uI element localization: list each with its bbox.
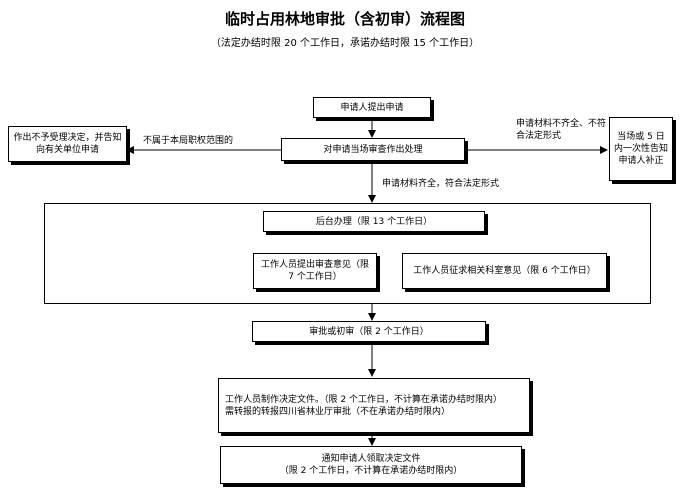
approve-box: 审批或初审（限 2 个工作日） [252,321,486,342]
notify-supplement-label: 当场或 5 日内一次性告知申请人补正 [613,132,668,166]
notify-pickup-line2: （限 2 个工作日，不计算在承诺办结时限内） [279,466,463,476]
apply-box: 申请人提出申请 [313,97,431,118]
notify-supplement-box: 当场或 5 日内一次性告知申请人补正 [609,117,673,181]
backoffice-label: 后台办理（限 13 个工作日） [315,216,433,227]
consult-box: 工作人员征求相关科室意见（限 6 个工作日） [402,253,607,289]
consult-label: 工作人员征求相关科室意见（限 6 个工作日） [413,266,596,276]
review-box: 对申请当场审查作出处理 [281,138,465,161]
review-label: 对申请当场审查作出处理 [323,144,423,155]
not-in-scope-label: 不属于本局职权范围的 [143,136,234,146]
notify-pickup-line1: 通知申请人领取决定文件 [321,454,421,464]
reject-box: 作出不予受理决定，并告知向有关单位申请 [8,126,127,162]
notify-pickup-box: 通知申请人领取决定文件 （限 2 个工作日，不计算在承诺办结时限内） [220,446,522,484]
reject-label: 作出不予受理决定，并告知向有关单位申请 [13,133,122,155]
apply-label: 申请人提出申请 [340,102,404,113]
opinion-label: 工作人员提出审查意见（限 7 个工作日） [260,260,369,282]
backoffice-box: 后台办理（限 13 个工作日） [263,211,485,232]
decision-box: 工作人员制作决定文件。（限 2 个工作日，不计算在承诺办结时限内） 需转报的转报… [218,378,530,433]
incomplete-materials-label: 申请材料不齐全、不符合法定形式 [516,119,607,141]
opinion-box: 工作人员提出审查意见（限 7 个工作日） [253,253,377,289]
complete-materials-label: 申请材料齐全，符合法定形式 [382,179,500,189]
approve-label: 审批或初审（限 2 个工作日） [309,326,429,337]
decision-line1: 工作人员制作决定文件。（限 2 个工作日，不计算在承诺办结时限内） [225,394,502,405]
page-subtitle: （法定办结时限 20 个工作日，承诺办结时限 15 个工作日） [210,38,480,49]
decision-line2: 需转报的转报四川省林业厅审批（不在承诺办结时限内） [225,406,451,417]
page-title: 临时占用林地审批（含初审）流程图 [224,10,465,28]
